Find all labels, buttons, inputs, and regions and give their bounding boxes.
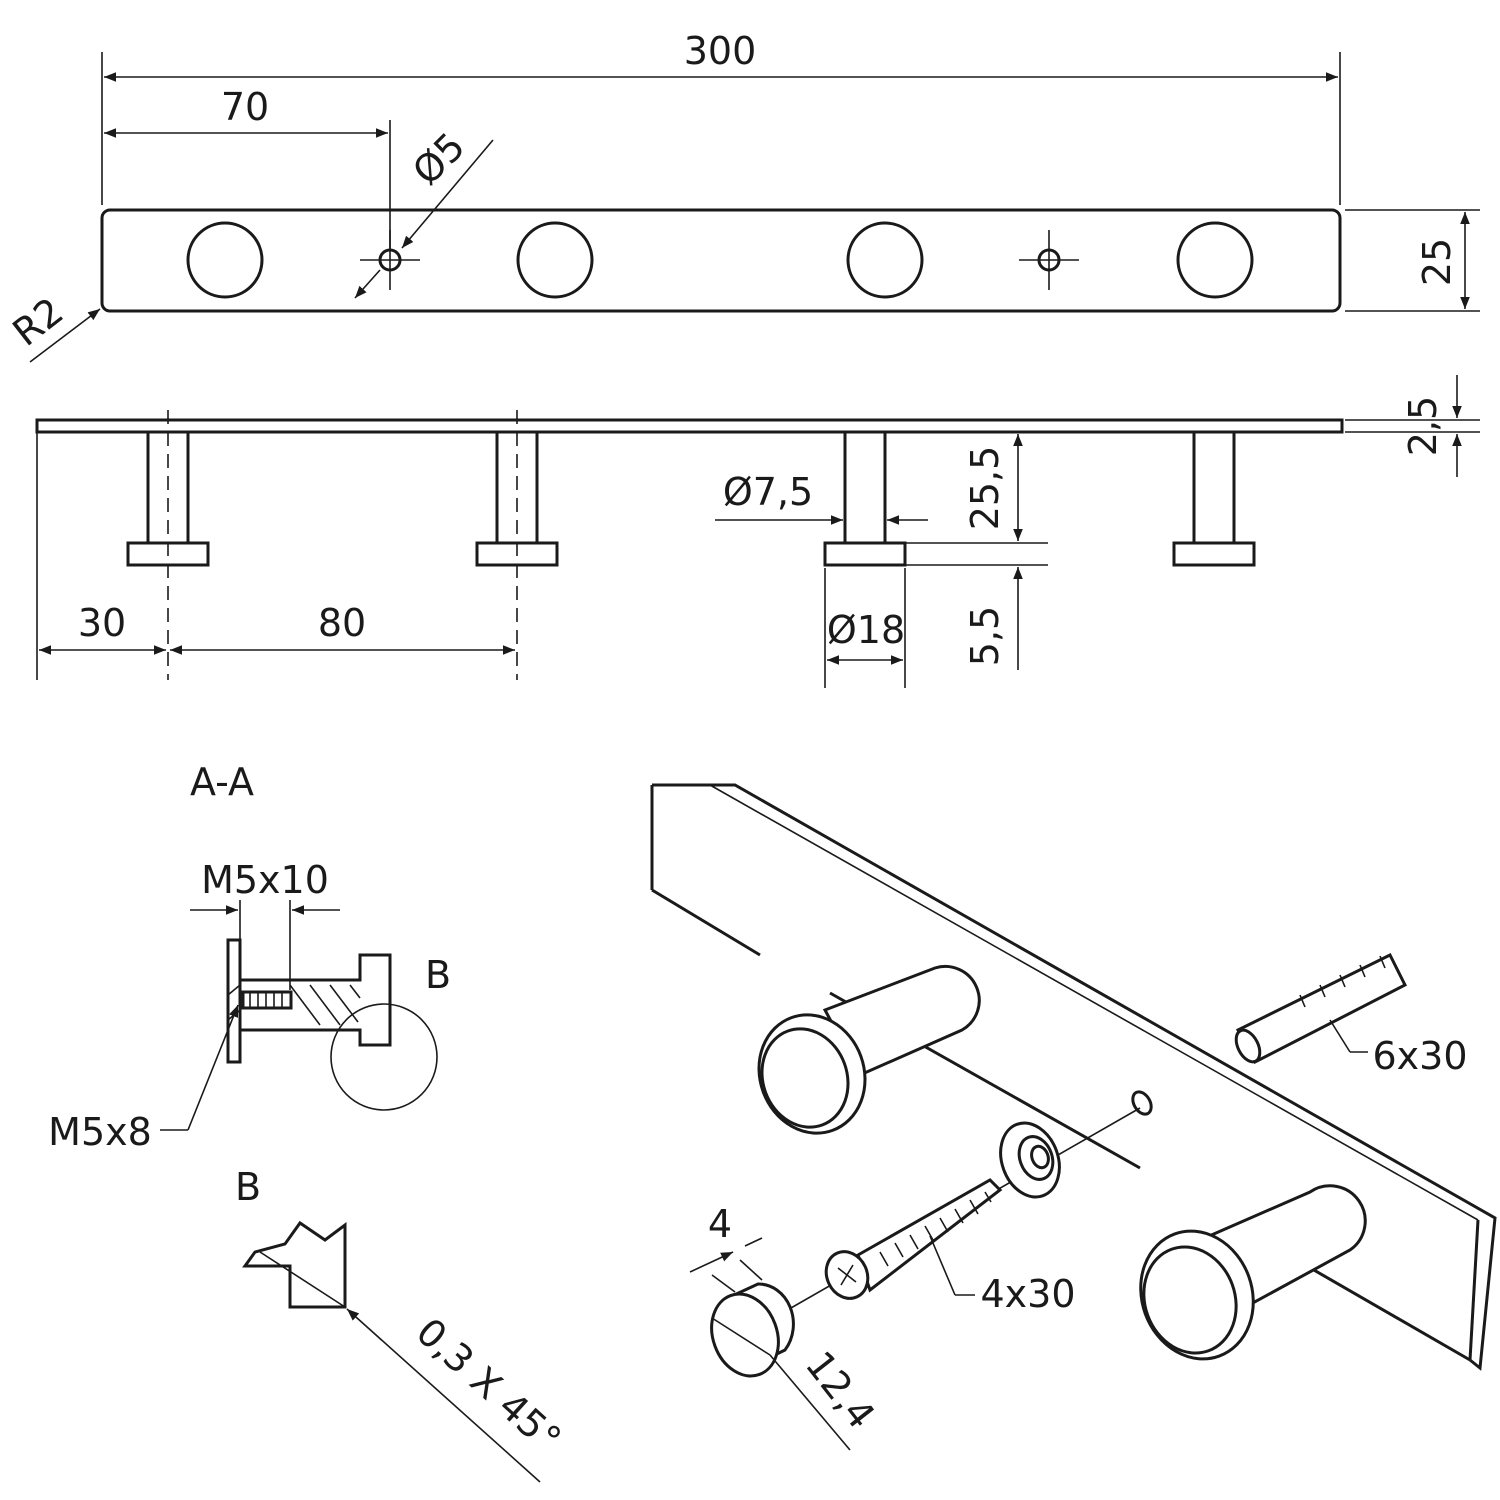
- hook-knob-1: [186, 221, 264, 299]
- side-hook-3: [823, 430, 907, 567]
- corner-radius-label: R2: [5, 289, 72, 355]
- side-hook-1: [126, 410, 210, 680]
- cap-thickness-label: 4: [708, 1202, 732, 1246]
- side-view: 30 80 Ø7,5 Ø18 25,5 5,5 2,5: [35, 375, 1480, 688]
- knob-thickness-label: 5,5: [963, 606, 1007, 666]
- knob-diameter-label: Ø18: [827, 608, 905, 652]
- section-title: A-A: [190, 760, 254, 804]
- plate-side: [35, 418, 1344, 434]
- screw-label: M5x8: [48, 1110, 152, 1154]
- detail-b: B 0,3 X 45°: [235, 1165, 570, 1483]
- iso-washer: [999, 1121, 1061, 1199]
- hook-knob-3: [846, 221, 924, 299]
- hole-diameter-label: Ø5: [404, 124, 473, 193]
- detail-callout-label: B: [425, 953, 451, 997]
- pin-length-label: 25,5: [963, 446, 1007, 531]
- mounting-hole-2: [1019, 230, 1079, 290]
- detail-title: B: [235, 1165, 261, 1209]
- overall-length-label: 300: [684, 29, 757, 73]
- hook-knob-4: [1176, 221, 1254, 299]
- wall-plug-label: 6x30: [1372, 1034, 1467, 1078]
- thread-length-label: M5x10: [201, 858, 329, 902]
- detail-b-circle: [330, 1003, 438, 1111]
- iso-plate-hole: [1131, 1090, 1153, 1116]
- pin-diameter-label: Ø7,5: [723, 470, 813, 514]
- iso-wall-plug: [1234, 952, 1408, 1065]
- height-label: 25: [1415, 238, 1459, 286]
- iso-cap: [689, 1237, 851, 1451]
- iso-hook-1: [757, 964, 981, 1135]
- hook-spacing-label: 80: [318, 601, 366, 645]
- hook-knob-2: [516, 221, 594, 299]
- top-view: 300 70 Ø5 25 R2: [5, 29, 1480, 363]
- plate-outline: [100, 208, 1342, 313]
- iso-wood-screw: [824, 1178, 1003, 1300]
- iso-plate: [652, 783, 1497, 1371]
- hole-offset-label: 70: [221, 85, 269, 129]
- isometric-view: 4x30 4 12,4 6x30: [650, 783, 1497, 1451]
- edge-offset-label: 30: [78, 601, 126, 645]
- side-hook-4: [1172, 430, 1256, 567]
- wood-screw-label: 4x30: [980, 1272, 1075, 1316]
- plate-thickness-label: 2,5: [1401, 396, 1445, 456]
- side-hook-2: [475, 410, 559, 680]
- iso-hook-2: [1139, 1184, 1367, 1361]
- section-a-a: A-A M5x10 M5x8 B: [48, 760, 451, 1154]
- cap-diameter-label: 12,4: [797, 1343, 884, 1437]
